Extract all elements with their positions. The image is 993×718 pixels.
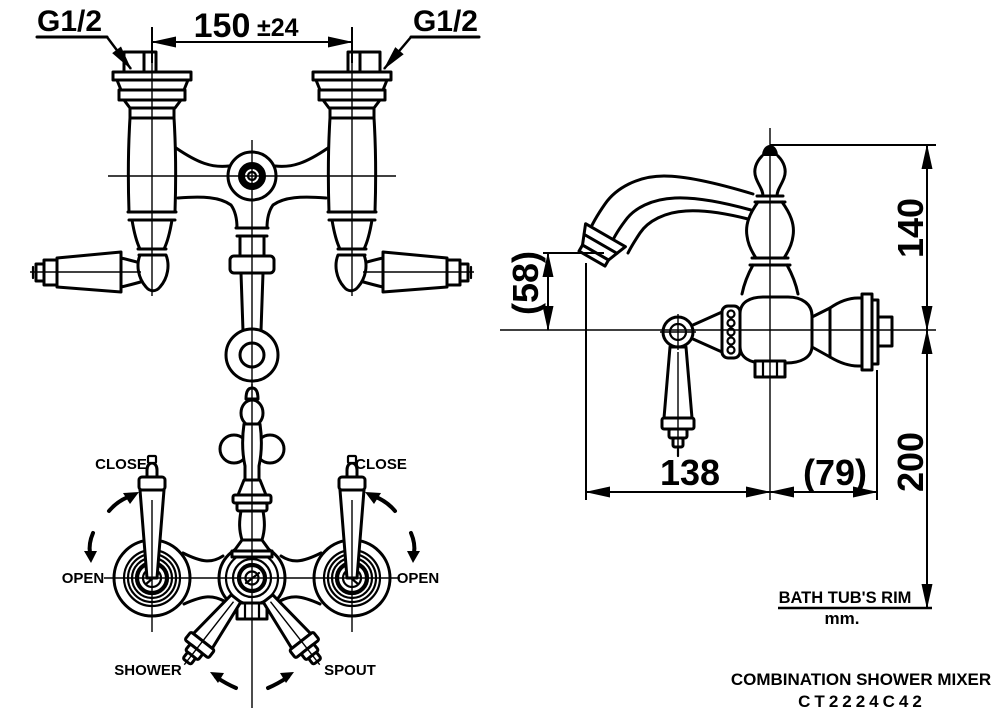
label-open-right: OPEN	[397, 570, 440, 587]
side-view: 140 200 (58) 138 (79) BATH TUB'S RIM mm.	[500, 128, 936, 628]
label-shower: SHOWER	[114, 662, 182, 679]
bath-tub-rim-reference: BATH TUB'S RIM mm.	[778, 589, 932, 628]
thread-label-right: G1/2	[413, 5, 478, 38]
dim-58: (58)	[505, 251, 546, 315]
wall-nut	[876, 315, 894, 348]
center-distance-tolerance: ±24	[257, 14, 299, 42]
side-view-spout	[577, 174, 755, 268]
unit-label: mm.	[825, 609, 860, 628]
front-view-dimensions: 150 ±24 G1/2 G1/2	[35, 5, 481, 70]
product-name: COMBINATION SHOWER MIXER	[731, 670, 991, 689]
model-code: CT2224C42	[798, 692, 926, 711]
front-view-right-column	[311, 50, 473, 294]
top-view: CLOSE CLOSE OPEN OPEN SHOWER SPOUT	[62, 384, 440, 708]
label-spout: SPOUT	[324, 662, 376, 679]
wall-flange	[828, 296, 864, 368]
side-view-centerlines	[500, 128, 936, 500]
top-view-centerlines	[104, 384, 400, 708]
thread-leader-right	[383, 36, 412, 70]
top-view-shower-lever	[170, 587, 250, 676]
top-view-body	[181, 551, 323, 606]
side-view-dimensions: 140 200 (58) 138 (79)	[505, 144, 936, 609]
dim-79: (79)	[803, 452, 867, 493]
center-distance-value: 150	[194, 7, 251, 45]
dim-138: 138	[660, 452, 720, 493]
top-view-spout-lever	[254, 587, 334, 676]
title-block: COMBINATION SHOWER MIXER CT2224C42	[731, 670, 991, 711]
label-close-left: CLOSE	[95, 456, 147, 473]
thread-leader-left	[106, 36, 132, 70]
dim-200: 200	[890, 432, 931, 492]
label-close-right: CLOSE	[355, 456, 407, 473]
top-view-labels: CLOSE CLOSE OPEN OPEN SHOWER SPOUT	[62, 456, 440, 679]
thread-label-left: G1/2	[37, 5, 102, 38]
front-view: 150 ±24 G1/2 G1/2	[30, 5, 481, 394]
spout-outlet-side	[577, 222, 627, 268]
rim-label: BATH TUB'S RIM	[779, 589, 912, 607]
front-view-left-column	[31, 50, 193, 294]
front-view-centerlines	[30, 50, 474, 394]
side-view-body	[660, 145, 894, 458]
label-open-left: OPEN	[62, 570, 105, 587]
dim-140: 140	[890, 198, 931, 258]
